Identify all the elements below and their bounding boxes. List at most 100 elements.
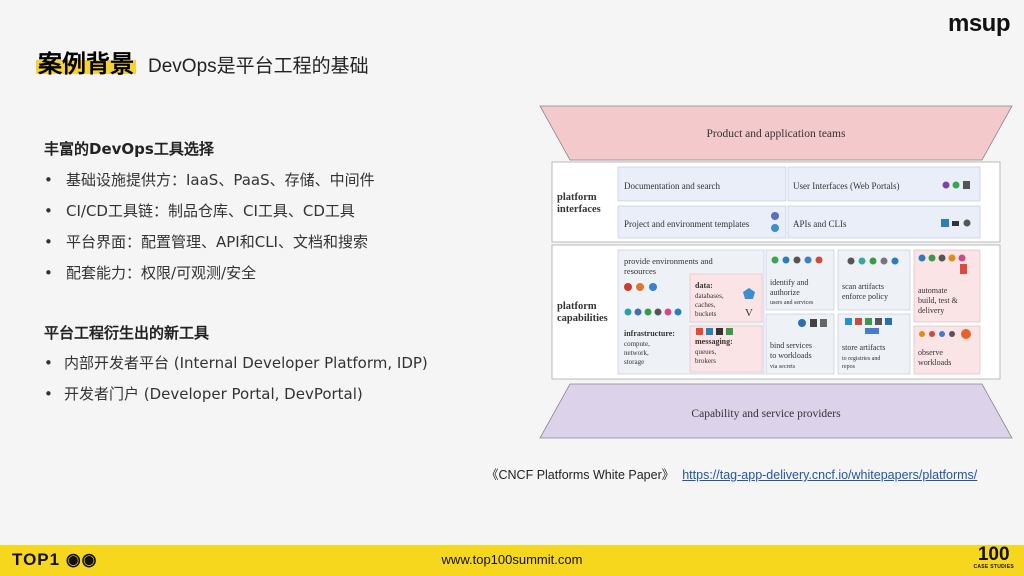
infra-item: storage [624,358,644,366]
messaging-title: messaging: [695,337,733,346]
bullet-icon: • [44,354,53,372]
api-icon [952,221,959,226]
title-highlight [36,60,136,74]
data-icon [743,288,755,299]
registry-icon [865,328,879,334]
scan-icon [858,257,866,265]
observability-icon [949,331,955,337]
msup-logo: msup [947,10,1011,37]
messaging-item: brokers [695,357,716,365]
identify-label: authorize [770,288,800,297]
automate-label: delivery [918,306,944,315]
source-link[interactable]: https://tag-app-delivery.cncf.io/whitepa… [682,468,978,482]
messaging-icon [696,328,703,335]
page-title: 案例背景 [38,50,134,78]
eyes-icon: ◉◉ [60,550,98,569]
footer-url[interactable]: www.top100summit.com [441,552,583,567]
providers-label: Capability and service providers [691,408,841,420]
store-label: repos [842,364,856,370]
templates-box [617,205,787,239]
observability-icon [929,331,935,337]
provider-icon [636,283,644,291]
infra-icon [644,308,652,316]
secret-icon [798,319,806,327]
ci-icon [928,254,936,262]
api-icon [963,219,971,227]
list-item: •平台界面：配置管理、API和CLI、文档和搜索 [44,231,368,252]
apis-label: APIs and CLIs [793,219,847,229]
infra-icon [654,308,662,316]
top100-logo: TOP1 ◉◉ [12,550,97,570]
ci-icon [938,254,946,262]
section2-heading: 平台工程衍生出的新工具 [44,324,210,342]
provide-label: provide environments and [624,256,714,266]
identify-label: identify and [770,278,808,287]
section1-heading: 丰富的DevOps工具选择 [44,140,214,158]
registry-icon [885,318,892,325]
page-subtitle: DevOps是平台工程的基础 [148,56,369,77]
bind-label: via secrets [770,364,796,370]
identity-icon [804,256,812,264]
messaging-icon [716,328,723,335]
identify-label: users and services [770,300,814,306]
interfaces-label: platform [557,192,597,203]
observe-label: observe [918,348,943,357]
doc-search-label: Documentation and search [624,181,720,191]
list-item: •基础设施提供方：IaaS、PaaS、存储、中间件 [44,169,375,190]
top100-logo-text: TOP1 [12,550,61,569]
infra-title: infrastructure: [624,329,675,338]
template-icon [771,212,779,220]
scan-icon [847,257,855,265]
secret-icon [820,319,827,327]
infra-icon [624,308,632,316]
identity-icon [782,256,790,264]
automate-box [913,249,981,323]
scan-label: scan artifacts [842,282,884,291]
portal-icon [942,181,950,189]
doc-search-box [617,166,787,202]
bullet-icon: • [44,171,53,189]
scan-icon [891,257,899,265]
capabilities-label: capabilities [557,313,608,324]
identity-icon [793,256,801,264]
template-icon [771,224,779,232]
provide-label: resources [624,266,656,276]
bullet-icon: • [44,385,53,403]
ci-icon [948,254,956,262]
infra-icon [634,308,642,316]
observability-icon [961,329,971,339]
case-studies-number: 100 [977,544,1010,565]
web-portals-label: User Interfaces (Web Portals) [793,181,899,191]
portal-icon [952,181,960,189]
ci-icon [918,254,926,262]
list-item: •配套能力：权限/可观测/安全 [44,262,256,283]
observability-icon [939,331,945,337]
api-icon [941,219,949,227]
source-citation: 《CNCF Platforms White Paper》https://tag-… [486,464,977,483]
list-item: •CI/CD工具链：制品仓库、CI工具、CD工具 [44,200,355,221]
secret-icon [810,319,817,327]
ci-icon [960,264,967,274]
templates-label: Project and environment templates [624,219,750,229]
observability-icon [919,331,925,337]
scan-icon [869,257,877,265]
list-item: •开发者门户 (Developer Portal, DevPortal) [44,383,363,404]
list-item-text: 配套能力：权限/可观测/安全 [66,264,257,282]
messaging-icon [726,328,733,335]
list-item-text: 平台界面：配置管理、API和CLI、文档和搜索 [66,233,368,251]
infra-item: compute, [624,340,650,348]
infra-icon [674,308,682,316]
bind-label: bind services [770,341,812,350]
provider-icon [649,283,657,291]
identity-icon [815,256,823,264]
ci-icon [958,254,966,262]
bullet-icon: • [44,202,53,220]
data-item: buckets [695,310,717,318]
messaging-icon [706,328,713,335]
list-item: •内部开发者平台 (Internal Developer Platform, I… [44,352,428,373]
automate-label: automate [918,286,948,295]
infra-item: network, [624,349,649,357]
provider-icon [624,283,632,291]
bind-label: to workloads [770,351,812,360]
